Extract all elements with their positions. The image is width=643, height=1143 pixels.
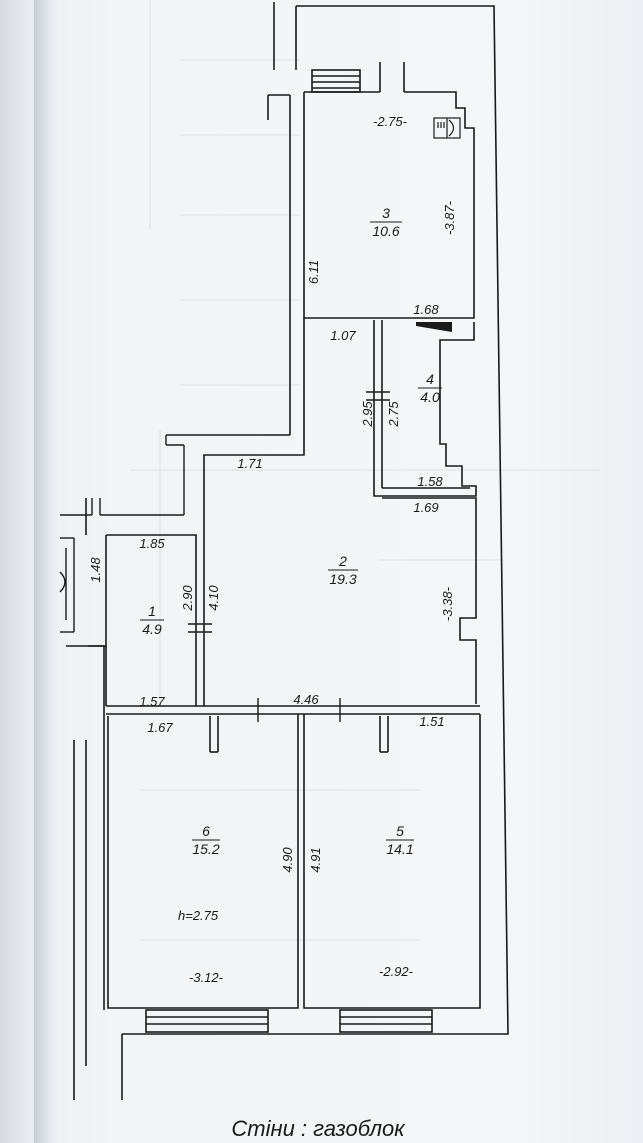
room-number: 2: [338, 553, 347, 569]
room-labels: 1 4.9 2 19.3 3 10.6 4 4.0 5 14.1 6 15.2: [140, 205, 442, 857]
dim-room5-bottom: -2.92-: [379, 964, 414, 979]
room-area: 4.9: [142, 621, 162, 637]
room-label-2: 2 19.3: [328, 553, 358, 587]
room-number: 6: [202, 823, 210, 839]
ceiling-height-note: h=2.75: [178, 908, 219, 923]
room-area: 15.2: [192, 841, 219, 857]
dim-107: 1.07: [330, 328, 356, 343]
room-area: 4.0: [420, 389, 440, 405]
room-area: 19.3: [329, 571, 356, 587]
room-label-1: 1 4.9: [140, 603, 164, 637]
dim-corridor-height: 6.11: [306, 260, 321, 284]
room-label-3: 3 10.6: [370, 205, 402, 239]
dim-167: 1.67: [147, 720, 173, 735]
room-number: 1: [148, 603, 156, 619]
dimension-labels: -2.75- -3.87- 6.11 1.68 1.07 2.95 2.75 1…: [88, 114, 457, 985]
dim-491: 4.91: [308, 847, 323, 872]
dim-room3-right: -3.87-: [442, 200, 457, 235]
outer-boundary: [66, 2, 509, 1100]
dim-room2-right: -3.38-: [440, 586, 455, 621]
dim-290: 2.90: [180, 585, 195, 612]
room-area: 14.1: [386, 841, 413, 857]
dim-158: 1.58: [417, 474, 443, 489]
dim-185: 1.85: [139, 536, 165, 551]
walls: [85, 62, 481, 1033]
dim-room3-top: -2.75-: [373, 114, 408, 129]
dim-275: 2.75: [386, 401, 401, 428]
room-label-5: 5 14.1: [386, 823, 414, 857]
dim-490: 4.90: [280, 847, 295, 873]
boiler-icon: [416, 322, 452, 332]
bleed-through-table: [130, 0, 600, 941]
dim-151: 1.51: [419, 714, 444, 729]
left-stair-fragment: [59, 434, 290, 633]
dim-148: 1.48: [88, 557, 103, 583]
stove-icon: [433, 117, 461, 139]
page-binding-edge: [34, 0, 60, 1143]
dim-157: 1.57: [139, 694, 165, 709]
room-area: 10.6: [372, 223, 399, 239]
room-label-4: 4 4.0: [418, 371, 442, 405]
dim-410: 4.10: [206, 585, 221, 611]
dim-169: 1.69: [413, 500, 438, 515]
dim-171: 1.71: [237, 456, 262, 471]
dim-446: 4.46: [293, 692, 319, 707]
door-ticks: [188, 391, 390, 722]
room-number: 4: [426, 371, 434, 387]
dim-168: 1.68: [413, 302, 439, 317]
dim-295: 2.95: [360, 401, 375, 428]
dim-room6-bottom: -3.12-: [189, 970, 224, 985]
wall-material-caption: Стіни : газоблок: [231, 1116, 406, 1141]
room-label-6: 6 15.2: [192, 823, 220, 857]
room-number: 3: [382, 205, 390, 221]
room-number: 5: [396, 823, 404, 839]
